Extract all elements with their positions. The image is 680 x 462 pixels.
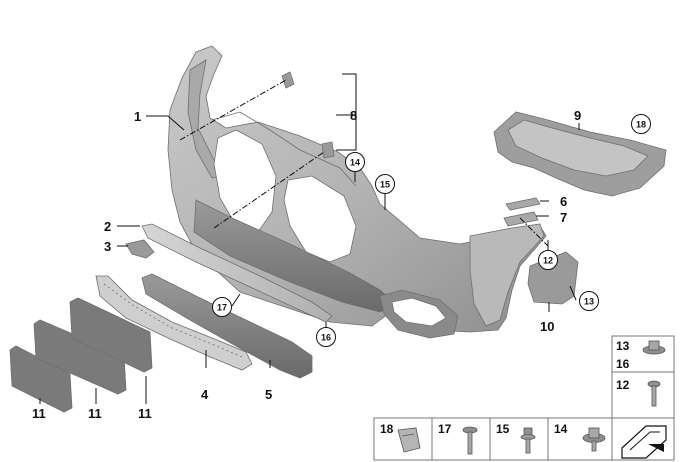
legend-18: 18 <box>380 422 394 436</box>
circled-15: 15 <box>375 174 395 194</box>
svg-text:15: 15 <box>380 180 390 190</box>
callout-2: 2 <box>104 219 111 234</box>
svg-text:14: 14 <box>350 158 360 168</box>
callout-labels: 1 2 3 4 5 6 7 8 9 10 11 11 11 <box>32 108 581 421</box>
callout-8: 8 <box>350 108 357 123</box>
trim-strip <box>141 223 333 323</box>
circled-18: 18 <box>631 114 651 134</box>
circled-14: 14 <box>345 152 365 172</box>
clip-bracket <box>125 239 155 259</box>
callout-11-left: 11 <box>32 406 46 421</box>
callout-11-middle: 11 <box>88 406 102 421</box>
direction-arrow-icon <box>621 425 667 459</box>
callout-7: 7 <box>560 210 567 225</box>
license-plate-bracket-left <box>9 345 73 413</box>
circled-17: 17 <box>212 297 232 317</box>
flange-nut-icon <box>582 427 606 452</box>
svg-text:18: 18 <box>636 120 646 130</box>
bracket-8-upper <box>281 71 295 89</box>
bolt-icon-17 <box>462 426 478 455</box>
leader-lines <box>39 73 580 404</box>
callout-9: 9 <box>574 108 581 123</box>
svg-text:13: 13 <box>584 297 594 307</box>
callout-1: 1 <box>134 109 141 124</box>
license-plate-bracket-middle <box>33 319 127 395</box>
screw-icon <box>647 380 661 407</box>
clip-6 <box>505 197 541 211</box>
bracket-8-lower <box>321 141 335 159</box>
lower-grille <box>95 275 253 371</box>
svg-text:16: 16 <box>321 333 331 343</box>
lower-lip <box>141 273 313 379</box>
legend-13: 13 <box>616 339 630 353</box>
callout-10: 10 <box>540 319 554 334</box>
circled-13: 13 <box>579 291 599 311</box>
callout-5: 5 <box>265 387 272 402</box>
callout-6: 6 <box>560 194 567 209</box>
fastener-table-bottom: 18 17 15 14 <box>373 417 675 461</box>
circled-callouts: 12 13 14 15 16 17 18 <box>212 114 651 347</box>
bumper-cover <box>167 45 547 339</box>
legend-14: 14 <box>554 422 568 436</box>
svg-text:17: 17 <box>217 303 227 313</box>
callout-4: 4 <box>201 387 209 402</box>
circled-12: 12 <box>538 250 558 270</box>
legend-16: 16 <box>616 357 630 371</box>
license-plate-bracket-right <box>69 297 153 373</box>
push-nut-icon <box>642 340 666 355</box>
svg-text:12: 12 <box>543 256 553 266</box>
bolt-icon-15 <box>520 427 536 454</box>
callout-3: 3 <box>104 239 111 254</box>
legend-12: 12 <box>616 378 630 392</box>
callout-11-right: 11 <box>138 406 152 421</box>
spring-clip-icon <box>397 427 421 453</box>
legend-15: 15 <box>496 422 510 436</box>
circled-16: 16 <box>316 327 336 347</box>
legend-17: 17 <box>438 422 452 436</box>
fastener-table-right: 13 16 12 <box>611 335 675 419</box>
